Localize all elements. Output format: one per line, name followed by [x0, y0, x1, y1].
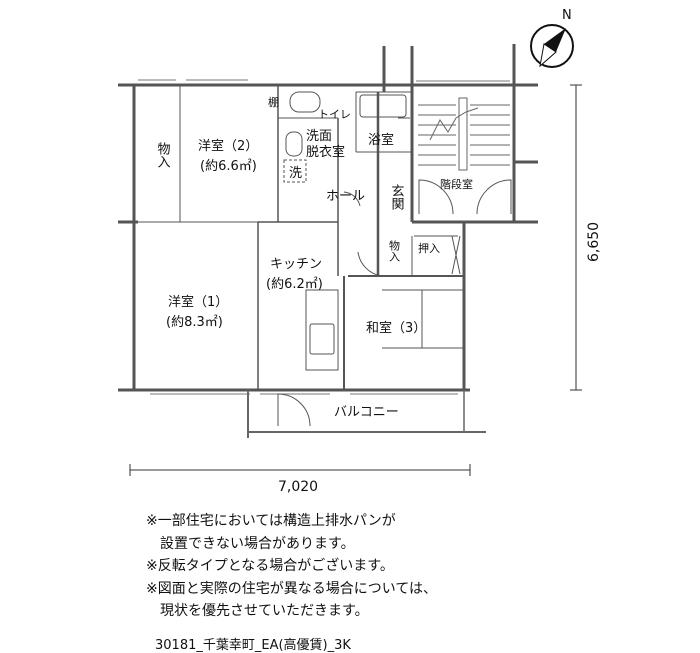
room-label-washitsu: 和室（3）: [366, 320, 426, 336]
room-label-western1-size: (約8.3㎡): [166, 315, 223, 330]
note-line: ※図面と実際の住宅が異なる場合については、: [146, 580, 438, 597]
note-line: 設置できない場合があります。: [160, 535, 355, 552]
room-label-western2-size: (約6.6㎡): [200, 159, 257, 174]
washer-space-icon: [283, 159, 307, 183]
dimension-lines: [129, 84, 582, 476]
kitchen-sink-icon: [309, 323, 335, 355]
room-label-bath: 浴室: [368, 132, 394, 148]
room-label-kitchen-name: キッチン: [270, 257, 322, 272]
north-compass-icon: N: [530, 8, 574, 68]
balcony-outline: [247, 390, 486, 438]
bathtub-icon: [359, 94, 407, 118]
room-label-hall: ホール: [326, 189, 365, 204]
room-label-stairs: 階段室: [440, 177, 473, 191]
floor-plan: N: [118, 8, 602, 495]
walls: [118, 44, 538, 392]
compass-north-label: N: [562, 8, 572, 23]
washbasin-icon: [285, 131, 303, 157]
width-dimension: 7,020: [278, 479, 318, 495]
kitchen-counter-icon: [305, 289, 339, 371]
room-label-oshiire: 押入: [418, 241, 440, 255]
height-dimension: 6,650: [586, 222, 602, 262]
notes-block: ※一部住宅においては構造上排水パンが 設置できない場合があります。 ※反転タイプ…: [146, 510, 437, 623]
room-label-western2-name: 洋室（2）: [198, 138, 258, 154]
windows: [138, 79, 510, 395]
plan-caption: 30181_千葉幸町_EA(高優賃)_3K: [155, 638, 351, 653]
staircase: [418, 97, 510, 171]
toilet-icon: [289, 91, 321, 113]
room-label-washer: 洗: [289, 166, 302, 181]
room-label-entrance: 玄関: [389, 184, 405, 211]
room-label-shelf: 棚: [268, 95, 279, 109]
room-label-washroom-1: 洗面: [306, 129, 332, 144]
room-label-kitchen-size: (約6.2㎡): [266, 277, 323, 292]
fixtures: [283, 91, 464, 371]
note-line: 現状を優先させていただきます。: [160, 603, 369, 619]
room-label-washroom-2: 脱衣室: [306, 144, 345, 160]
room-label-balcony: バルコニー: [334, 405, 399, 420]
door-swings: [277, 179, 512, 427]
note-line: ※反転タイプとなる場合がございます。: [146, 558, 394, 574]
room-label-closet-left: 物入: [155, 142, 171, 168]
room-label-closet-small: 物入: [388, 239, 401, 262]
room-label-western1-name: 洋室（1）: [168, 294, 228, 310]
room-label-toilet: トイレ: [318, 108, 351, 121]
note-line: ※一部住宅においては構造上排水パンが: [146, 513, 396, 529]
